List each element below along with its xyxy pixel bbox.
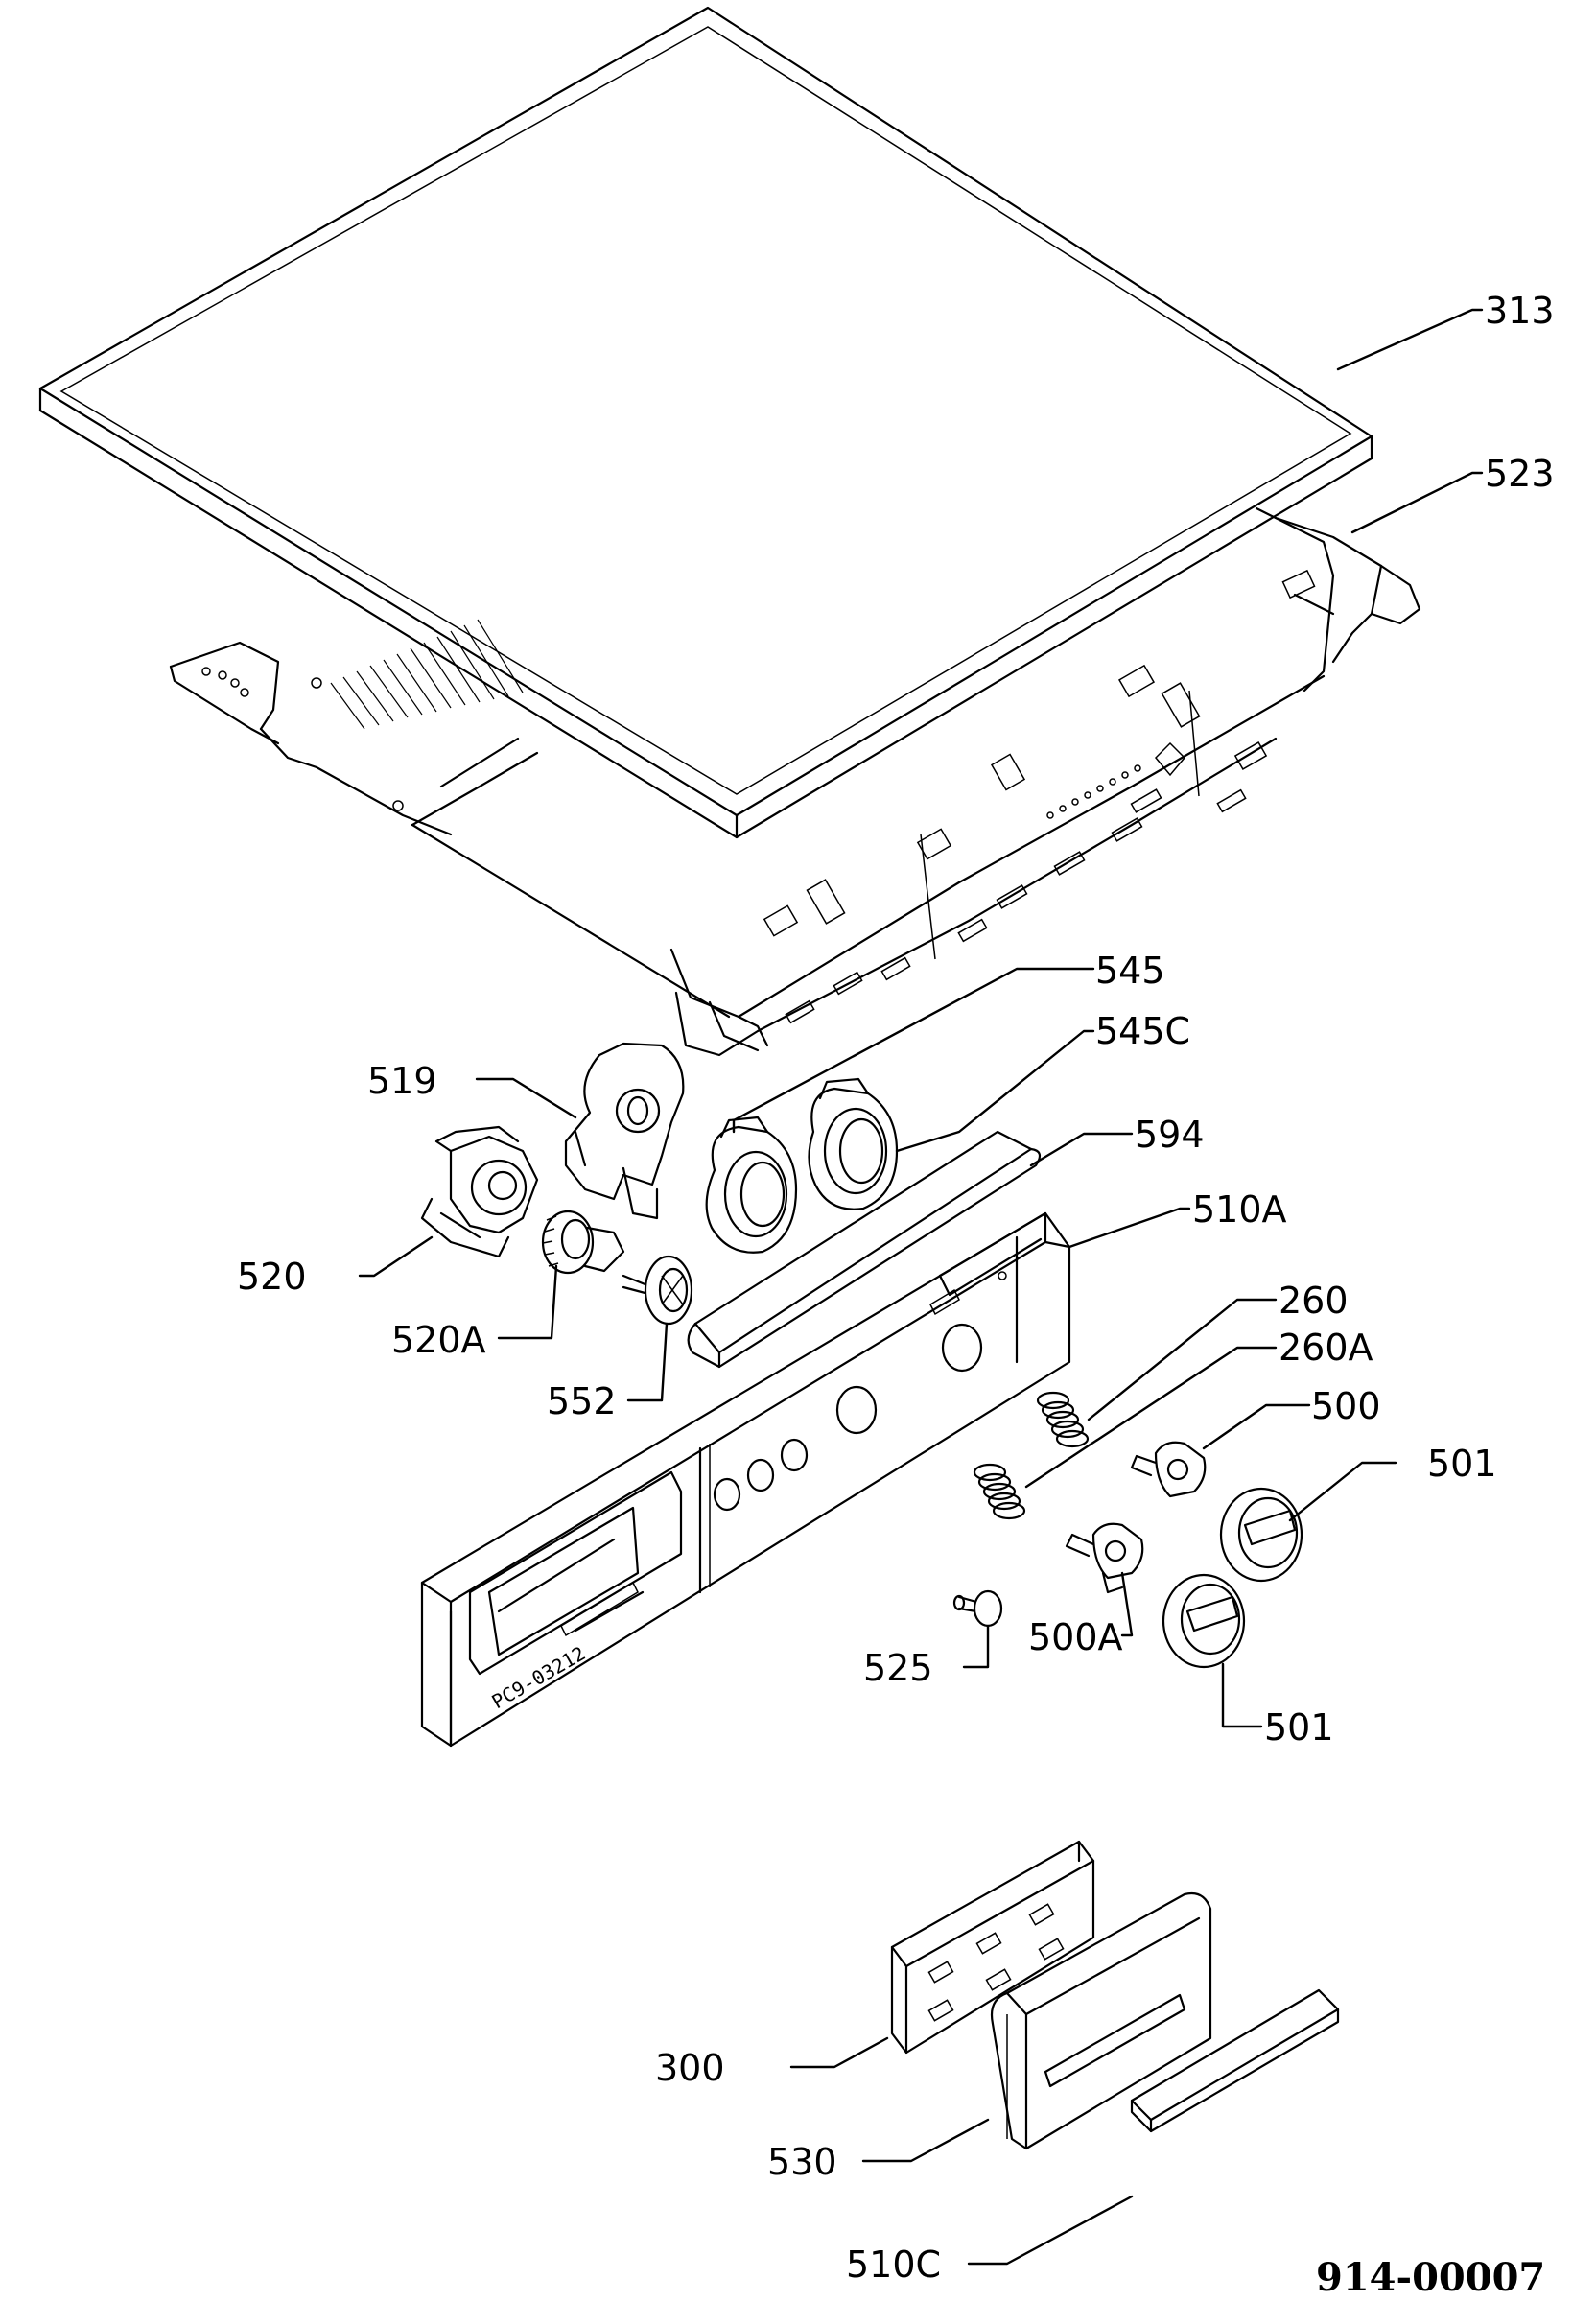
callout-530: 530 <box>767 2141 837 2183</box>
part-519-cam <box>564 1042 685 1220</box>
callout-300: 300 <box>655 2047 725 2089</box>
part-552-spindle <box>622 1255 693 1326</box>
document-number: 914-00007 <box>1316 2255 1545 2300</box>
part-501-knob-lower <box>1162 1573 1246 1669</box>
callout-545: 545 <box>1095 950 1165 992</box>
part-520a-gear <box>541 1210 625 1275</box>
part-520-selector <box>420 1125 539 1258</box>
callout-594: 594 <box>1135 1114 1205 1156</box>
callout-313: 313 <box>1485 290 1555 332</box>
part-500-shaft <box>1130 1441 1207 1498</box>
part-500a-shaft <box>1065 1522 1144 1594</box>
callout-525: 525 <box>863 1647 933 1689</box>
part-523-frame <box>169 506 1421 1057</box>
leader-lines <box>358 308 1484 2266</box>
callout-500a: 500A <box>1028 1616 1123 1658</box>
part-313-worktop <box>38 6 1373 839</box>
callout-519: 519 <box>367 1060 437 1102</box>
part-530-handle <box>990 1891 1212 2150</box>
callout-520: 520 <box>237 1256 307 1298</box>
callout-500: 500 <box>1311 1385 1381 1427</box>
callout-520a: 520A <box>391 1319 486 1361</box>
part-525-button <box>952 1589 1003 1628</box>
callout-260a: 260A <box>1279 1327 1373 1369</box>
part-260a-spring <box>973 1463 1026 1520</box>
callout-523: 523 <box>1485 453 1555 495</box>
part-594-trim <box>687 1130 1042 1369</box>
part-545-ring <box>705 1116 798 1254</box>
part-510c-insert <box>1130 1988 1340 2133</box>
callout-260: 260 <box>1279 1280 1349 1322</box>
callout-501-upper: 501 <box>1427 1443 1497 1485</box>
part-501-knob-upper <box>1219 1487 1303 1583</box>
part-260-spring <box>1036 1391 1090 1448</box>
callout-510c: 510C <box>846 2243 941 2286</box>
callout-501-lower: 501 <box>1264 1706 1334 1749</box>
part-300-bracket <box>890 1840 1095 2055</box>
callout-labels: 313 523 545 545C 519 594 510A 520 520A 5… <box>237 290 1555 2286</box>
part-545c-ring <box>808 1077 899 1210</box>
part-510a-panel <box>420 1211 1071 1748</box>
callout-510a: 510A <box>1192 1188 1287 1231</box>
callout-545c: 545C <box>1095 1010 1190 1052</box>
callout-552: 552 <box>547 1380 617 1422</box>
